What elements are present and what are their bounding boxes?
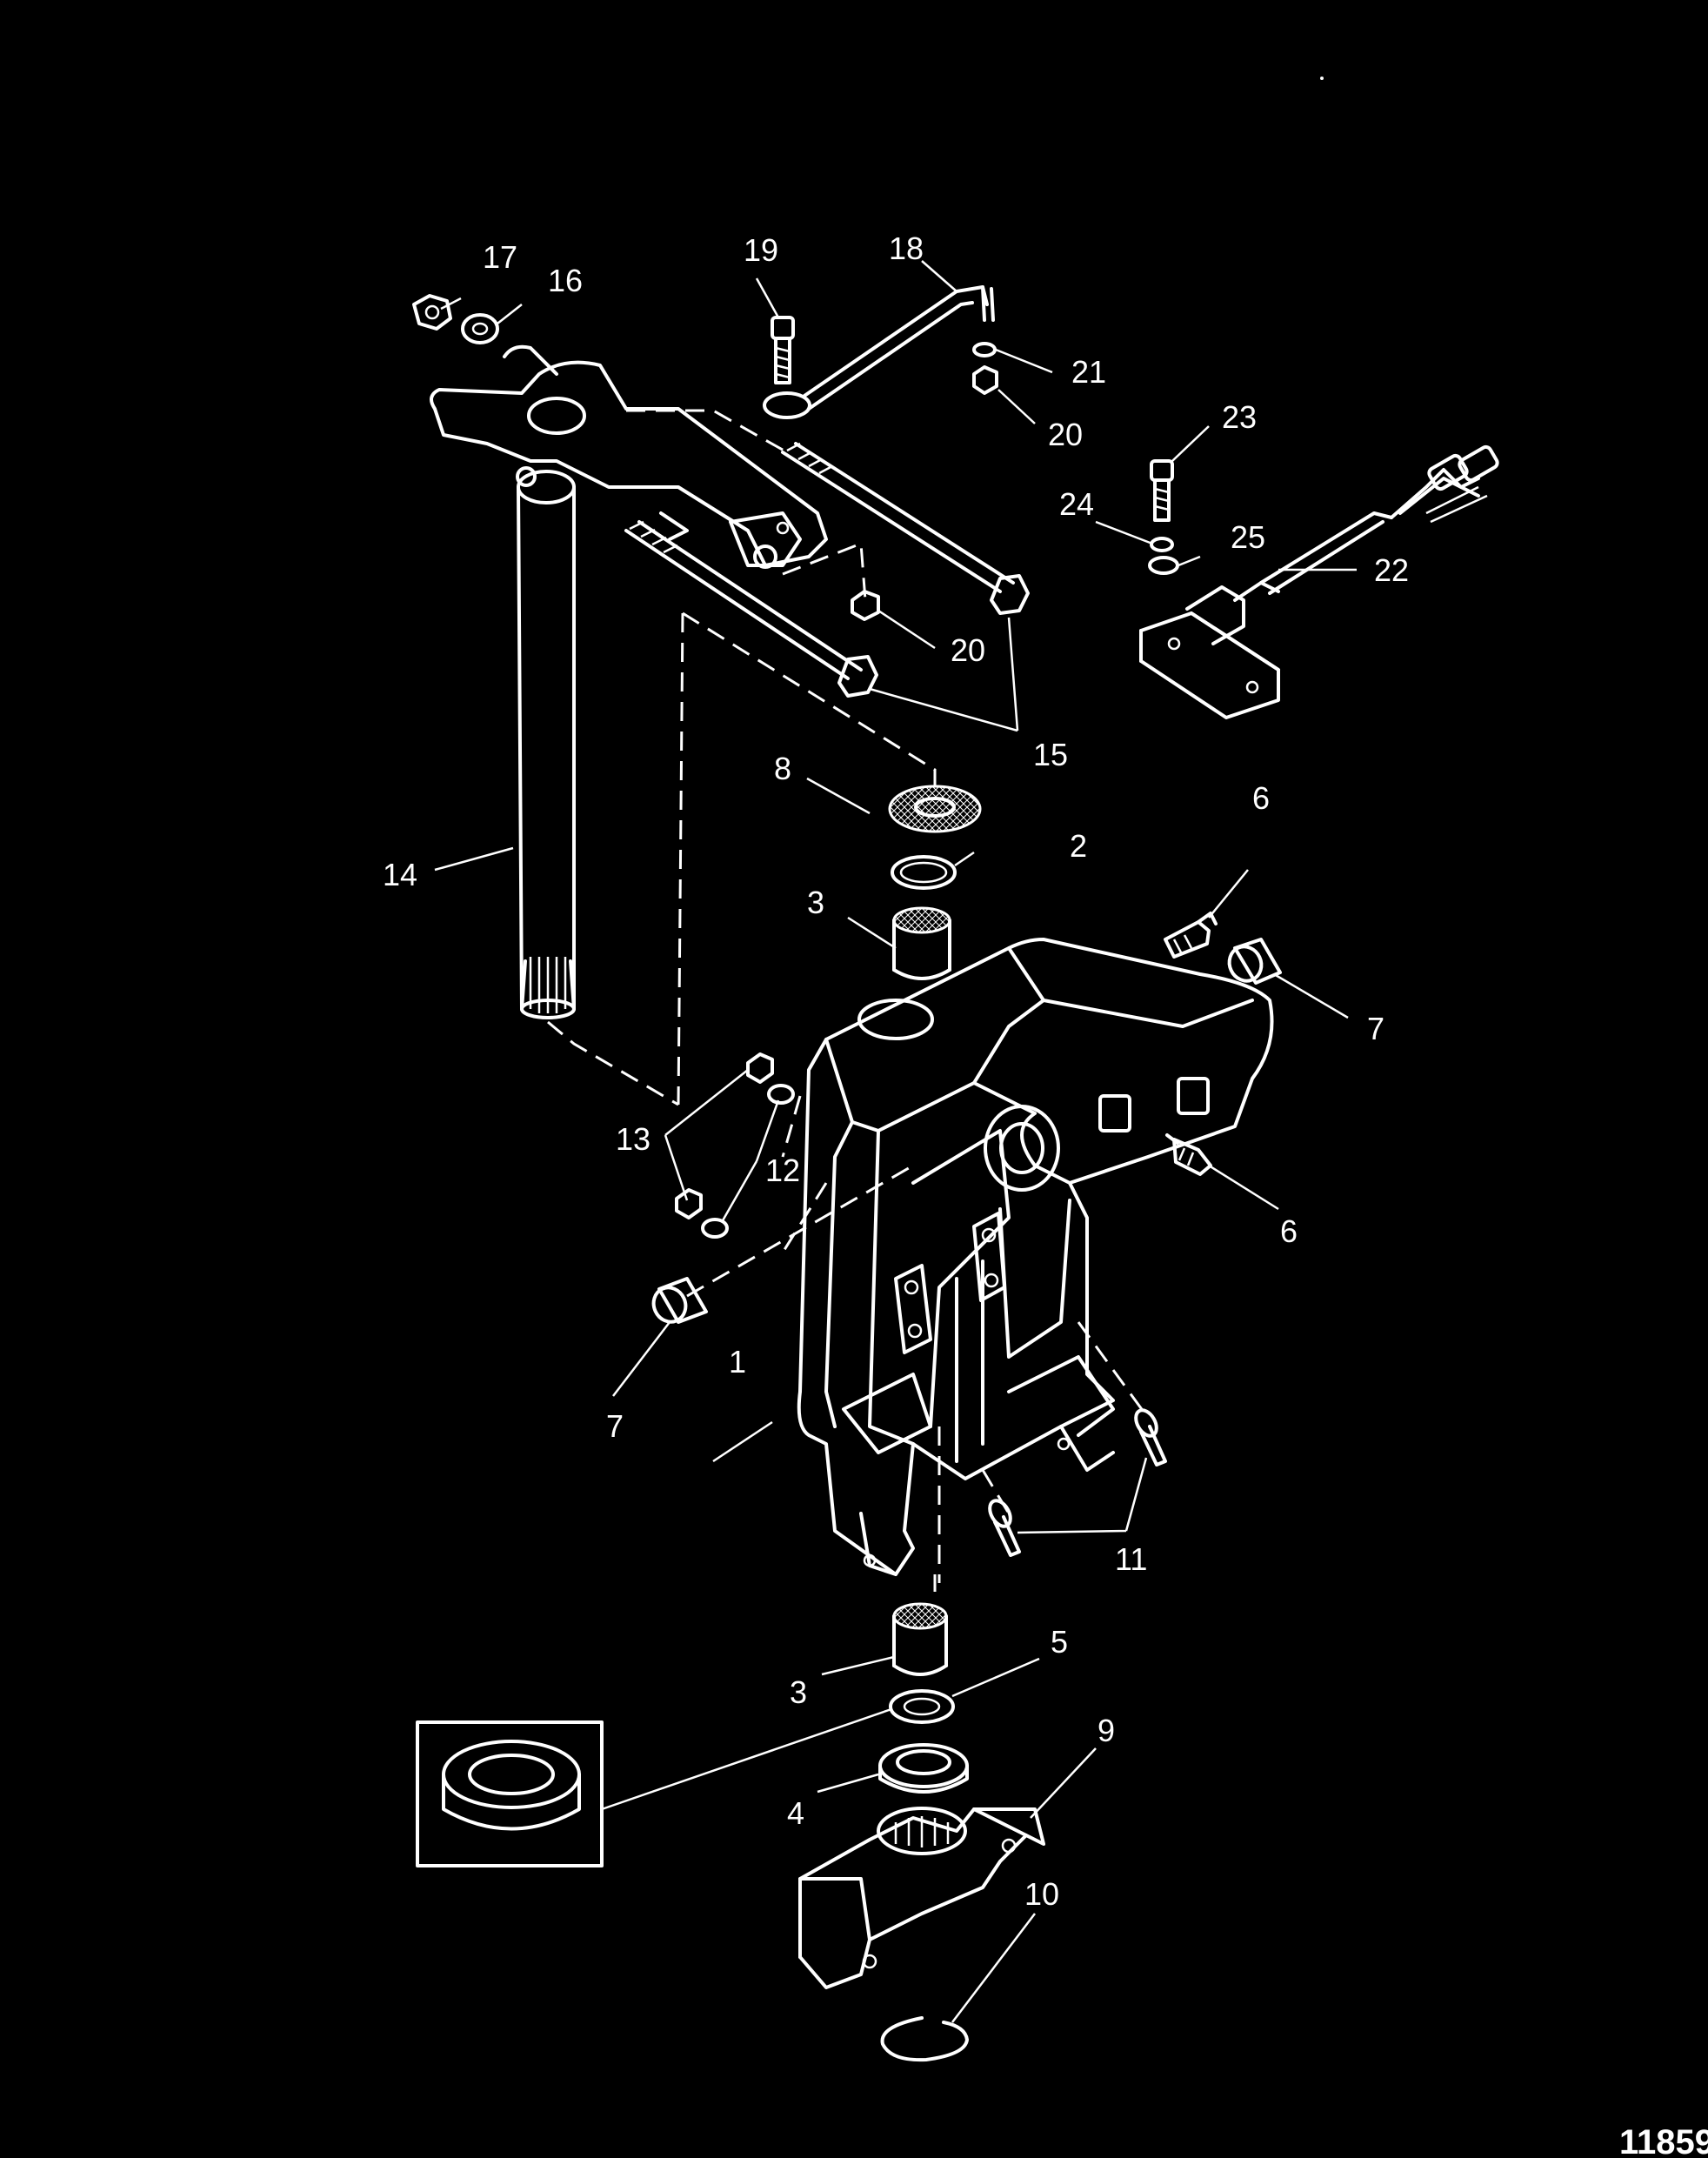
part-19-bolt <box>771 316 795 384</box>
callout-20-lower: 20 <box>951 632 985 668</box>
part-2-washer <box>891 855 957 890</box>
callout-11: 11 <box>1115 1541 1147 1577</box>
callout-13: 13 <box>616 1121 651 1157</box>
figure-number: 11859 <box>1619 2123 1708 2158</box>
callout-24: 24 <box>1059 486 1094 522</box>
part-8-seal <box>888 785 982 833</box>
callout-17: 17 <box>483 239 517 275</box>
callout-25: 25 <box>1231 519 1265 555</box>
callout-5: 5 <box>1051 1624 1068 1660</box>
callout-20-upper: 20 <box>1048 417 1083 452</box>
part-3-bushing-lower <box>892 1602 948 1676</box>
part-6-fitting-lower <box>1165 1133 1212 1176</box>
detail-inset <box>416 1707 892 1867</box>
part-7-bushing-left <box>651 1277 708 1324</box>
callout-3-upper: 3 <box>807 885 824 920</box>
part-1-swivel-bracket <box>797 938 1274 1576</box>
leader-lines <box>434 260 1357 2023</box>
part-11-screws <box>988 1408 1167 1557</box>
callout-23: 23 <box>1222 399 1257 435</box>
callout-8: 8 <box>774 751 791 786</box>
steering-arm <box>430 344 828 569</box>
callout-14: 14 <box>383 857 417 892</box>
callout-7-left: 7 <box>606 1408 624 1444</box>
callout-7-right: 7 <box>1367 1011 1384 1046</box>
part-23-bolt <box>1150 459 1174 522</box>
callout-18: 18 <box>889 230 924 266</box>
part-13-nuts <box>675 1052 774 1219</box>
part-5-seal <box>889 1689 955 1724</box>
part-22-sender <box>1139 444 1499 719</box>
callout-16: 16 <box>548 263 583 298</box>
part-25-washer <box>1148 556 1179 575</box>
part-6-fitting-upper <box>1164 912 1218 959</box>
part-17-nut <box>412 294 452 331</box>
callout-9: 9 <box>1098 1713 1115 1748</box>
part-15-bolts <box>624 442 1030 698</box>
callout-1: 1 <box>729 1344 746 1380</box>
part-21-washer <box>972 342 997 357</box>
part-3-bushing-upper <box>892 906 951 980</box>
part-18-link-rod <box>763 285 995 419</box>
part-12-washers <box>701 1084 795 1239</box>
callout-15: 15 <box>1033 737 1068 772</box>
callout-2: 2 <box>1070 828 1087 864</box>
part-9-yoke <box>798 1807 1045 1989</box>
callout-labels: 1 2 3 3 4 5 6 6 7 7 8 9 10 11 12 13 14 1… <box>383 230 1409 1912</box>
speck <box>1320 77 1324 80</box>
part-4-bearing <box>878 1743 969 1794</box>
part-24-washer <box>1150 537 1174 552</box>
part-10-snap-ring <box>880 2016 969 2062</box>
callout-12: 12 <box>765 1152 800 1188</box>
callout-6-upper: 6 <box>1252 780 1270 816</box>
callout-3-lower: 3 <box>790 1674 807 1710</box>
part-7-bushing-right <box>1227 938 1282 985</box>
callout-4: 4 <box>787 1795 804 1831</box>
part-16-washer <box>461 313 499 344</box>
callout-19: 19 <box>744 232 778 268</box>
part-14-steering-tube <box>516 466 576 1019</box>
callout-21: 21 <box>1071 354 1106 390</box>
callout-10: 10 <box>1024 1876 1059 1912</box>
part-20-nut-upper <box>972 365 998 395</box>
callout-6-lower: 6 <box>1280 1213 1298 1249</box>
callout-22: 22 <box>1374 552 1409 588</box>
